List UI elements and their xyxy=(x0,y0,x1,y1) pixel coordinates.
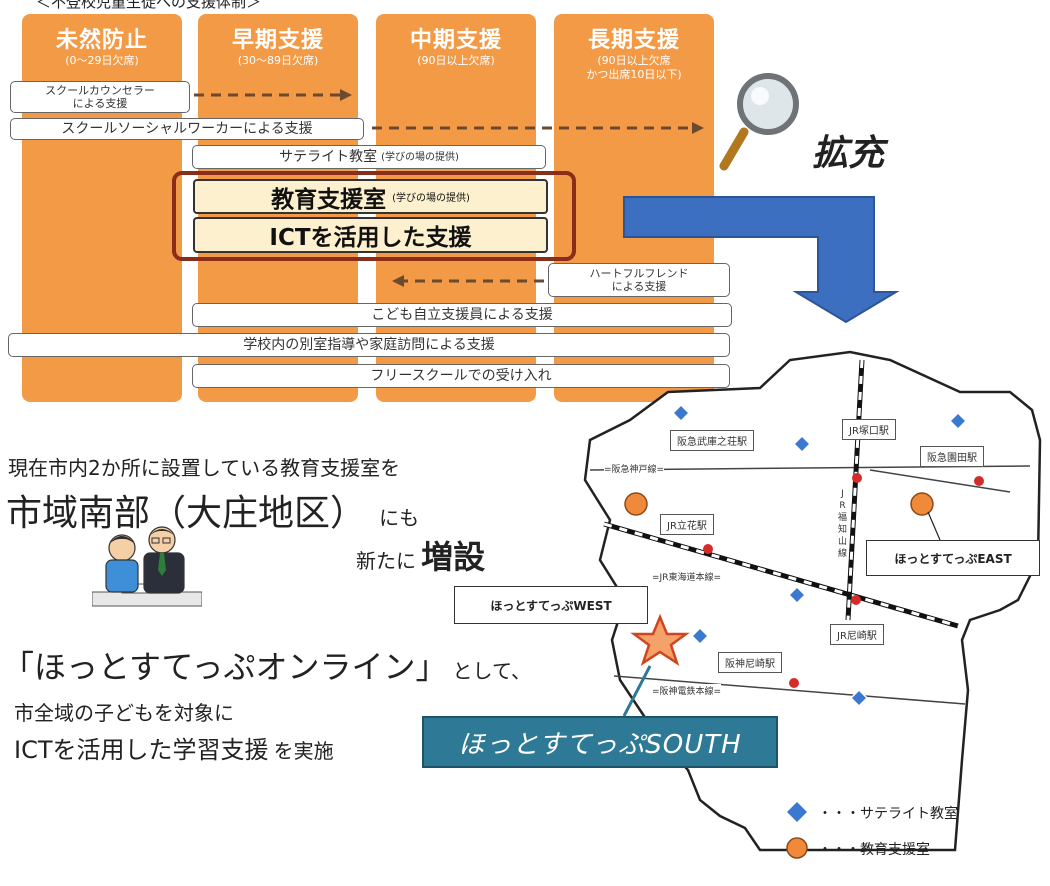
expand-label: 拡充 xyxy=(812,133,885,174)
south-area-suffix: にも xyxy=(379,506,420,530)
magnifier-icon xyxy=(719,73,799,171)
support-counselor: スクールカウンセラー による支援 xyxy=(10,81,190,113)
support-satellite: サテライト教室 (学びの場の提供) xyxy=(192,145,546,169)
phase-title: 長期支援 xyxy=(587,28,680,53)
new-install-prefix: 新たに xyxy=(356,549,416,573)
area-label-west: ほっとすてっぷWEST xyxy=(454,586,648,624)
satellite-diamond-icon xyxy=(792,434,812,454)
station-label: JR尼崎駅 xyxy=(830,624,884,645)
rail-line-label: J R 福 知 山 線 xyxy=(838,489,848,559)
edu-room-circle-icon xyxy=(624,492,648,516)
area-label-south-text: ほっとすてっぷSOUTH xyxy=(458,729,742,760)
area-label-south: ほっとすてっぷSOUTH xyxy=(422,716,778,768)
station-dot xyxy=(851,595,861,605)
support-free-school: フリースクールでの受け入れ xyxy=(192,364,730,388)
ict-support-text: ICTを活用した学習支援 を実施 xyxy=(14,730,334,765)
rail-line-label: =JR東海道本線= xyxy=(652,570,721,583)
edu-room-circle-icon xyxy=(910,492,934,516)
station-label: 阪急武庫之荘駅 xyxy=(670,430,754,451)
satellite-diamond-icon xyxy=(849,688,869,708)
satellite-diamond-icon xyxy=(671,403,691,423)
phase-subtitle: (90日以上欠席) xyxy=(417,54,495,67)
satellite-diamond-icon xyxy=(948,411,968,431)
phase-title: 早期支援 xyxy=(231,28,324,53)
station-label: 阪急園田駅 xyxy=(920,446,984,467)
south-star-icon xyxy=(630,613,690,666)
support-edu-room: 教育支援室 (学びの場の提供) xyxy=(193,179,548,214)
phase-subtitle: (30～89日欠席) xyxy=(237,54,319,67)
south-pointer-line xyxy=(622,665,652,717)
dashed-arrow-counselor xyxy=(194,89,352,101)
new-install-emphasis: 増設 xyxy=(421,538,486,576)
online-program-name: 「ほっとすてっぷオンライン」 xyxy=(2,648,448,686)
target-text: 市全域の子どもを対象に xyxy=(14,701,234,725)
south-area-heading: 市域南部（大庄地区） にも xyxy=(6,484,419,536)
support-heartful: ハートフルフレンド による支援 xyxy=(548,263,730,297)
phase-title: 中期支援 xyxy=(409,28,502,53)
people-illustration xyxy=(92,526,202,607)
phase-title: 未然防止 xyxy=(55,28,148,53)
ict-support-suffix: を実施 xyxy=(273,739,334,763)
rail-line-label: =阪神電鉄本線= xyxy=(652,684,722,697)
edu-room-note: (学びの場の提供) xyxy=(392,193,470,204)
current-status-text: 現在市内2か所に設置している教育支援室を xyxy=(8,456,401,480)
support-social-worker: スクールソーシャルワーカーによる支援 xyxy=(10,118,364,140)
city-map-outline xyxy=(583,350,1042,852)
edu-room-label: 教育支援室 xyxy=(271,186,387,213)
satellite-label: サテライト教室 xyxy=(279,148,378,165)
station-label: JR立花駅 xyxy=(660,514,714,535)
new-install-text: 新たに 増設 xyxy=(356,532,485,578)
station-label: 阪神尼崎駅 xyxy=(718,652,782,673)
legend-circle-icon xyxy=(786,837,808,859)
dashed-arrow-heartful xyxy=(392,275,544,287)
station-dot xyxy=(703,544,713,554)
online-program-heading: 「ほっとすてっぷオンライン」 として、 xyxy=(2,642,531,688)
online-program-suffix: として、 xyxy=(452,659,531,683)
legend-diamond-icon xyxy=(787,802,807,822)
station-dot xyxy=(974,476,984,486)
dashed-arrow-social-worker xyxy=(372,122,704,134)
station-dot xyxy=(789,678,799,688)
rail-hanshin xyxy=(613,675,966,705)
station-label: JR塚口駅 xyxy=(842,419,896,440)
ict-support-main: ICTを活用した学習支援 xyxy=(14,736,269,764)
legend-satellite-text: ・・・サテライト教室 xyxy=(818,806,958,822)
east-pointer-line xyxy=(927,511,941,541)
rail-line-label: =阪急神戸線= xyxy=(604,462,665,475)
phase-subtitle: (90日以上欠席 かつ出席10日以下) xyxy=(586,54,682,81)
support-ict: ICTを活用した支援 xyxy=(193,217,548,253)
station-dot xyxy=(852,473,862,483)
rail-jr-fukuchiyama-dash xyxy=(846,359,864,621)
top-heading: ＜不登校児童生徒への支援体制＞ xyxy=(36,0,262,11)
rail-jr-tokaido-dash xyxy=(603,522,959,628)
legend-edu-room-text: ・・・教育支援室 xyxy=(818,842,930,858)
rail-branch xyxy=(869,469,1011,493)
blue-arrow xyxy=(623,196,900,324)
area-label-east: ほっとすてっぷEAST xyxy=(866,540,1040,576)
phase-subtitle: (0～29日欠席) xyxy=(65,54,139,67)
highlight-frame xyxy=(172,171,576,261)
satellite-note: (学びの場の提供) xyxy=(381,151,459,163)
satellite-diamond-icon xyxy=(787,585,807,605)
south-area-name: 市域南部（大庄地区） xyxy=(6,493,367,534)
satellite-diamond-icon xyxy=(690,626,710,646)
support-kodomo: こども自立支援員による支援 xyxy=(192,303,732,327)
support-bekishitsu: 学校内の別室指導や家庭訪問による支援 xyxy=(8,333,730,357)
